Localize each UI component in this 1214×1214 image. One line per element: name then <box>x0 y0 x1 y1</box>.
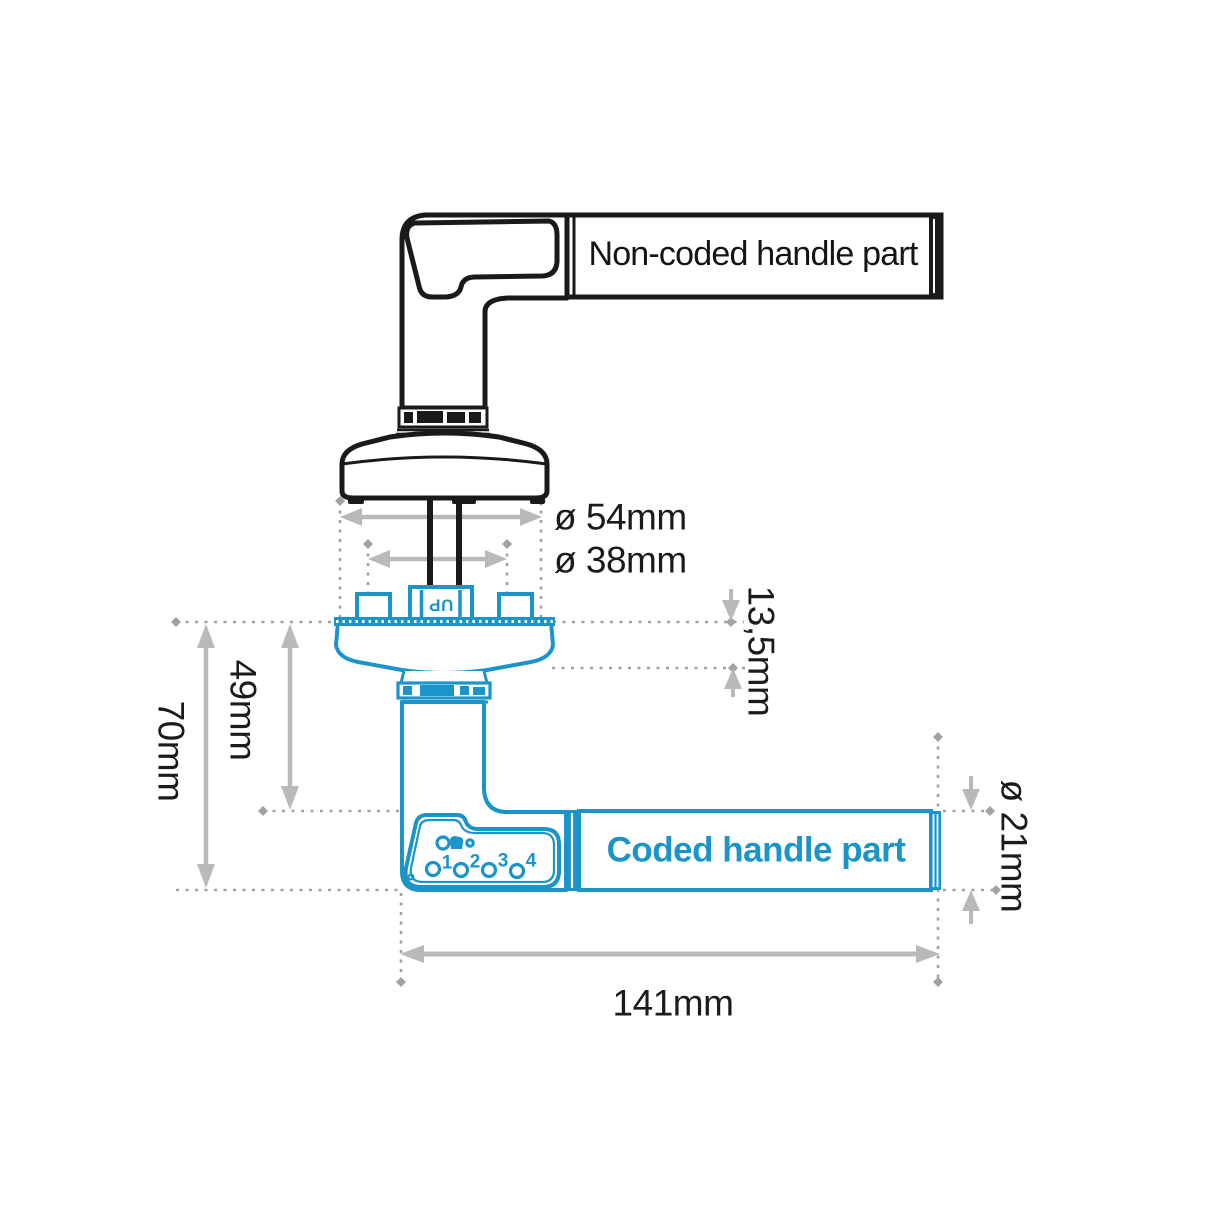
coded-handle-drawing <box>334 585 941 892</box>
coded-brand-band-marks <box>403 685 485 696</box>
dimension-rose-height: 13,5mm <box>740 585 782 717</box>
non-coded-handle-drawing <box>339 212 944 589</box>
keypad-digit-3: 3 <box>497 850 509 872</box>
spindle <box>427 500 462 589</box>
rose-up-marking: UP <box>428 595 454 615</box>
keypad-digit-4: 4 <box>525 850 537 872</box>
dimension-total-height: 70mm <box>150 700 192 802</box>
non-coded-part-label: Non-coded handle part <box>588 235 918 273</box>
keypad-buttons <box>424 835 526 880</box>
keypad-lock-icon <box>450 836 464 849</box>
dotted-construction-lines <box>176 501 996 982</box>
dimension-lever-length: 141mm <box>612 982 734 1024</box>
keypad-digit-2: 2 <box>469 851 481 873</box>
keypad-digit-1: 1 <box>441 852 453 874</box>
dimension-height-to-lever: 49mm <box>222 659 264 761</box>
dimension-rose-inner-diameter: ø 38mm <box>554 539 687 581</box>
dimension-arrows <box>197 508 980 963</box>
dimension-rose-outer-diameter: ø 54mm <box>554 496 687 538</box>
brand-band-marks <box>404 411 481 423</box>
coded-part-label: Coded handle part <box>606 830 906 870</box>
dimension-lever-diameter: ø 21mm <box>993 779 1035 913</box>
